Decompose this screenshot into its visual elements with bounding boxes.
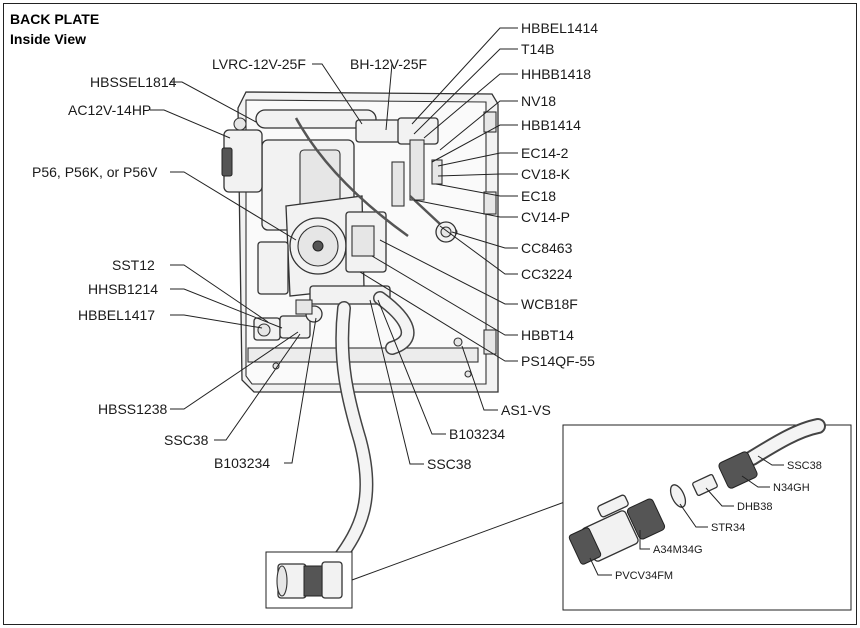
label-ps14qf-55: PS14QF-55 (521, 353, 595, 369)
diagram-title-line2: Inside View (10, 31, 86, 47)
label-hbb1414: HBB1414 (521, 117, 581, 133)
inset-connector-line (351, 499, 571, 581)
label-hbbel1414: HBBEL1414 (521, 20, 598, 36)
label-inset-n34gh: N34GH (773, 482, 810, 494)
label-t14b: T14B (521, 41, 554, 57)
bottom-fitting-detail (265, 551, 353, 609)
leader-lines (150, 27, 784, 576)
label-cv14-p: CV14-P (521, 209, 570, 225)
label-ssc38-mid: SSC38 (427, 456, 472, 472)
label-inset-pvcv34fm: PVCV34FM (615, 570, 673, 582)
label-wcb18f: WCB18F (521, 296, 578, 312)
label-hbssel1814: HBSSEL1814 (90, 74, 177, 90)
callout-labels: HBBEL1414 T14B LVRC-12V-25F BH-12V-25F H… (32, 20, 598, 472)
label-inset-a34m34g: A34M34G (653, 544, 703, 556)
label-b103234-right: B103234 (449, 426, 505, 442)
diagram-title-line1: BACK PLATE (10, 11, 99, 27)
label-nv18: NV18 (521, 93, 556, 109)
label-inset-ssc38: SSC38 (787, 460, 822, 472)
label-ec14-2: EC14-2 (521, 145, 569, 161)
inset-labels: SSC38 N34GH DHB38 STR34 A34M34G PVCV34FM (615, 460, 822, 582)
label-cc8463: CC8463 (521, 240, 573, 256)
label-inset-str34: STR34 (711, 522, 745, 534)
lower-left-fittings (253, 299, 323, 341)
upper-components (221, 109, 443, 238)
right-port (435, 221, 457, 243)
label-cv18-k: CV18-K (521, 166, 571, 182)
label-cc3224: CC3224 (521, 266, 573, 282)
label-ac12v-14hp: AC12V-14HP (68, 102, 151, 118)
label-hbbel1417: HBBEL1417 (78, 307, 155, 323)
label-hbss1238: HBSS1238 (98, 401, 167, 417)
inset-panel (562, 418, 852, 611)
label-hhbb1418: HHBB1418 (521, 66, 591, 82)
label-sst12: SST12 (112, 257, 155, 273)
label-inset-dhb38: DHB38 (737, 501, 772, 513)
label-bh-12v-25f: BH-12V-25F (350, 56, 427, 72)
label-lvrc-12v-25f: LVRC-12V-25F (212, 56, 306, 72)
outer-border (3, 3, 857, 625)
label-b103234-left: B103234 (214, 455, 270, 471)
label-ec18: EC18 (521, 188, 556, 204)
label-as1-vs: AS1-VS (501, 402, 551, 418)
label-p56: P56, P56K, or P56V (32, 164, 158, 180)
supply-hose (331, 291, 415, 567)
label-ssc38-left: SSC38 (164, 432, 209, 448)
label-hhsb1214: HHSB1214 (88, 281, 158, 297)
label-hbbt14: HBBT14 (521, 327, 574, 343)
pump-assembly (257, 139, 391, 305)
